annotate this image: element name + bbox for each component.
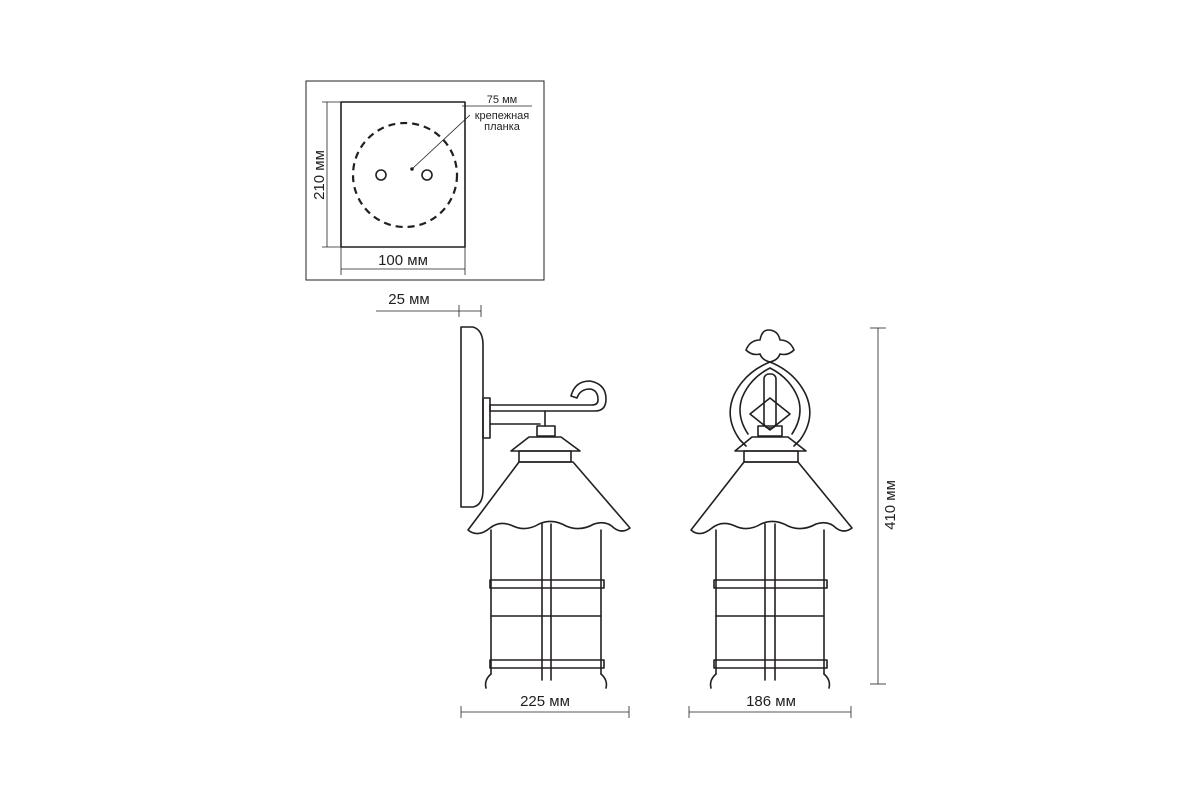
- mounting-plate-detail: 210 мм 100 мм 75 мм крепежная планка: [305, 80, 545, 281]
- hanger-diamond: [749, 397, 791, 431]
- bracket-label-line1: крепежная: [475, 110, 530, 122]
- shade-side: [467, 461, 631, 535]
- mounting-plate: [340, 101, 466, 248]
- mounting-hole-right: [421, 169, 433, 181]
- plate-width-label: 100 мм: [378, 252, 428, 269]
- front-width-label: 186 мм: [746, 693, 796, 710]
- side-width-label: 225 мм: [520, 693, 570, 710]
- front-cage-band-lower: [713, 659, 828, 669]
- top-cap-side: [536, 425, 556, 437]
- shade-front: [690, 461, 853, 535]
- roof-cap-side: [510, 436, 581, 452]
- bracket-dashed-circle: [351, 121, 459, 229]
- front-cage-foot-left: [709, 673, 717, 689]
- bracket-label-line2: планка: [484, 121, 521, 133]
- detail-frame: [305, 80, 545, 281]
- hanger-rod: [763, 373, 777, 429]
- side-view: 25 мм 225 мм: [376, 291, 631, 718]
- plate-height-label: 210 мм: [311, 150, 328, 200]
- mounting-hole-left: [375, 169, 387, 181]
- bracket-mount-block: [482, 397, 491, 439]
- roof-collar-front: [743, 450, 799, 463]
- front-view: 186 мм 410 мм: [688, 327, 899, 718]
- bracket-leader-line: [411, 114, 471, 170]
- cage-band-upper: [489, 579, 605, 589]
- cage-foot-right: [600, 673, 608, 689]
- hanger-loop-inner: [739, 367, 801, 435]
- roof-collar-side: [518, 450, 572, 463]
- front-cage-band-upper: [713, 579, 828, 589]
- projection-label: 25 мм: [388, 291, 429, 308]
- front-cage-foot-right: [823, 673, 831, 689]
- hole-spacing-label: 75 мм: [487, 94, 517, 106]
- top-cap-front: [757, 425, 783, 437]
- finial: [745, 329, 795, 363]
- hanger-loop: [729, 361, 811, 447]
- cage-foot-left: [484, 673, 492, 689]
- total-height-label: 410 мм: [882, 480, 899, 530]
- wall-plate-side: [460, 326, 484, 508]
- hook-arm: [489, 380, 607, 412]
- cage-band-lower: [489, 659, 605, 669]
